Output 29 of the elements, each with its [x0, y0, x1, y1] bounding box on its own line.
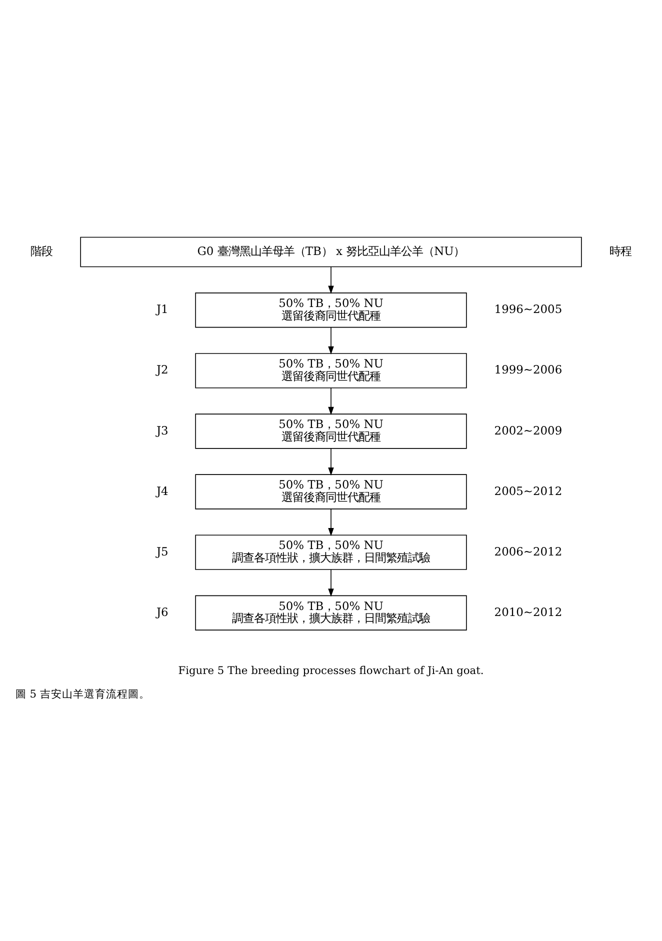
node-label: J5 — [156, 544, 168, 558]
arrow — [328, 326, 334, 355]
node-box: 50% TB，50% NU 選留後裔同世代配種 — [195, 353, 467, 388]
node-label: 2010~2012 — [494, 604, 562, 619]
arrow — [328, 508, 334, 536]
node-label: J4 — [156, 484, 168, 498]
node-box: 50% TB，50% NU 調查各項性狀，擴大族群，日間繁殖試驗 — [195, 534, 467, 570]
node-label: J3 — [156, 423, 168, 438]
node-label: 1999~2006 — [494, 362, 562, 377]
arrow — [328, 387, 334, 416]
node-label: J2 — [156, 362, 168, 377]
caption: 圖 5 吉安山羊選育流程圖。 — [15, 688, 150, 701]
node-box: 50% TB，50% NU 選留後裔同世代配種 — [195, 292, 467, 328]
label: Figure 5 The breeding processes flowchart of Ji-An goat. — [178, 664, 484, 677]
node-box: 50% TB，50% NU 選留後裔同世代配種 — [195, 414, 467, 449]
node-box: 50% TB，50% NU 選留後裔同世代配種 — [195, 474, 467, 510]
label: 階段 — [30, 244, 52, 258]
arrow — [328, 266, 334, 294]
node-label: 1996~2005 — [494, 302, 562, 316]
node-box: G0 臺灣黑山羊母羊（TB） x 努比亞山羊公羊（NU） — [80, 236, 582, 268]
node-box: 50% TB，50% NU 調查各項性狀，擴大族群，日間繁殖試驗 — [195, 595, 467, 630]
arrow — [328, 569, 334, 597]
arrow — [328, 448, 334, 476]
node-label: 2006~2012 — [494, 544, 562, 558]
node-label: 2002~2009 — [494, 423, 562, 438]
label: 時程 — [610, 244, 632, 258]
node-label: J6 — [156, 604, 168, 619]
node-label: J1 — [156, 302, 168, 316]
node-label: 2005~2012 — [494, 484, 562, 498]
